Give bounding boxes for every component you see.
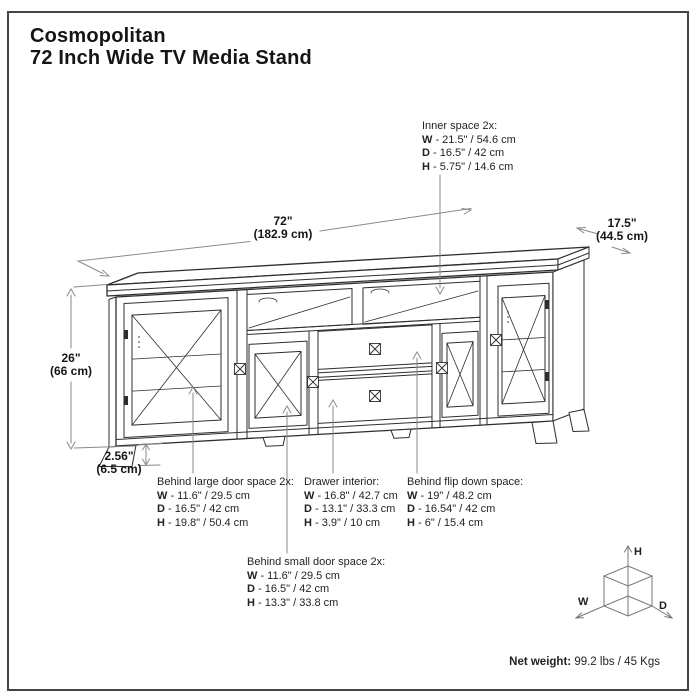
height-letter: H: [247, 596, 255, 609]
height-letter: H: [304, 516, 312, 529]
product-name: Cosmopolitan: [30, 25, 166, 47]
width-letter: W: [247, 569, 258, 582]
width-letter: W: [407, 489, 418, 502]
annotation-width-line: W - 11.6" / 29.5 cm: [157, 490, 294, 504]
height-letter: H: [157, 516, 165, 529]
dimension-height-metric: (66 cm): [49, 364, 93, 378]
depth-letter: D: [422, 147, 430, 159]
width-value: - 11.6" / 29.5 cm: [167, 489, 250, 502]
annotation-title: Behind flip down space:: [407, 476, 524, 488]
page-title: Cosmopolitan 72 Inch Wide TV Media Stand: [30, 25, 312, 69]
height-value: - 5.75" / 14.6 cm: [429, 160, 514, 173]
door-knobs: [234, 334, 502, 402]
annotation-inner-space: Inner space 2x: W - 21.5" / 54.6 cm D - …: [422, 120, 516, 174]
annotation-width-line: W - 11.6" / 29.5 cm: [247, 570, 385, 584]
annotation-title: Behind large door space 2x:: [157, 476, 294, 488]
annotation-behind-small-door: Behind small door space 2x: W - 11.6" / …: [247, 556, 385, 610]
width-value: - 16.8" / 42.7 cm: [314, 489, 398, 502]
leader-lines: [188, 174, 445, 554]
dimension-width-metric: (182.9 cm): [253, 227, 313, 241]
annotation-depth-line: D - 13.1" / 33.3 cm: [304, 503, 398, 517]
depth-letter: D: [247, 583, 255, 595]
annotation-width-line: W - 21.5" / 54.6 cm: [422, 134, 516, 148]
axis-cube-icon: [574, 545, 674, 619]
dimension-width-inches: 72": [273, 214, 293, 228]
width-letter: W: [157, 489, 168, 502]
annotation-title: Behind small door space 2x:: [247, 556, 386, 568]
dimension-width-label: 72" (182.9 cm): [254, 215, 313, 241]
height-letter: H: [422, 160, 430, 173]
width-value: - 11.6" / 29.5 cm: [257, 569, 340, 582]
width-value: - 21.5" / 54.6 cm: [432, 133, 516, 146]
depth-letter: D: [304, 503, 312, 515]
annotation-width-line: W - 19" / 48.2 cm: [407, 490, 523, 504]
axis-h-label: H: [634, 546, 642, 558]
product-subtitle: 72 Inch Wide TV Media Stand: [30, 47, 312, 69]
depth-value: - 13.1" / 33.3 cm: [311, 503, 396, 515]
depth-value: - 16.5" / 42 cm: [429, 147, 505, 159]
annotation-depth-line: D - 16.5" / 42 cm: [247, 583, 385, 597]
width-value: - 19" / 48.2 cm: [417, 489, 492, 502]
depth-value: - 16.5" / 42 cm: [254, 583, 330, 595]
annotation-height-line: H - 6" / 15.4 cm: [407, 517, 523, 531]
dimension-height-inches: 26": [61, 351, 81, 365]
dimension-leg-height-label: 2.56" (6.5 cm): [96, 450, 141, 476]
annotation-height-line: H - 3.9" / 10 cm: [304, 517, 398, 531]
annotation-width-line: W - 16.8" / 42.7 cm: [304, 490, 398, 504]
annotation-height-line: H - 13.3" / 33.8 cm: [247, 597, 385, 611]
height-letter: H: [407, 516, 415, 529]
net-weight-value: 99.2 lbs / 45 Kgs: [571, 656, 660, 668]
annotation-depth-line: D - 16.54" / 42 cm: [407, 503, 523, 517]
annotation-depth-line: D - 16.5" / 42 cm: [157, 503, 294, 517]
annotation-drawer-interior: Drawer interior: W - 16.8" / 42.7 cm D -…: [304, 476, 398, 530]
dimension-leg-metric: (6.5 cm): [96, 462, 142, 476]
furniture-drawing: [98, 246, 590, 467]
net-weight: Net weight: 99.2 lbs / 45 Kgs: [509, 656, 660, 668]
height-value: - 19.8" / 50.4 cm: [164, 516, 249, 529]
axis-w-label: W: [578, 596, 589, 608]
depth-value: - 16.5" / 42 cm: [164, 503, 240, 515]
dimension-depth-label: 17.5" (44.5 cm): [596, 217, 648, 243]
annotation-behind-flip-down: Behind flip down space: W - 19" / 48.2 c…: [407, 476, 523, 530]
depth-letter: D: [157, 503, 165, 515]
annotation-height-line: H - 5.75" / 14.6 cm: [422, 161, 516, 175]
dimension-depth-inches: 17.5": [607, 216, 637, 230]
dimension-depth-metric: (44.5 cm): [595, 229, 649, 243]
annotation-behind-large-door: Behind large door space 2x: W - 11.6" / …: [157, 476, 294, 530]
width-letter: W: [422, 133, 433, 146]
net-weight-label: Net weight:: [509, 656, 572, 668]
annotation-depth-line: D - 16.5" / 42 cm: [422, 147, 516, 161]
height-value: - 6" / 15.4 cm: [414, 516, 484, 529]
annotation-title: Inner space 2x:: [422, 120, 498, 132]
dimension-lines: [66, 207, 632, 466]
axis-d-label: D: [659, 600, 667, 612]
depth-letter: D: [407, 503, 415, 515]
width-letter: W: [304, 489, 315, 502]
dimension-height-label: 26" (66 cm): [50, 352, 92, 378]
height-value: - 3.9" / 10 cm: [311, 516, 381, 529]
height-value: - 13.3" / 33.8 cm: [254, 596, 339, 609]
dimension-leg-inches: 2.56": [104, 449, 134, 463]
annotation-title: Drawer interior:: [304, 476, 380, 488]
annotation-height-line: H - 19.8" / 50.4 cm: [157, 517, 294, 531]
depth-value: - 16.54" / 42 cm: [414, 503, 496, 515]
